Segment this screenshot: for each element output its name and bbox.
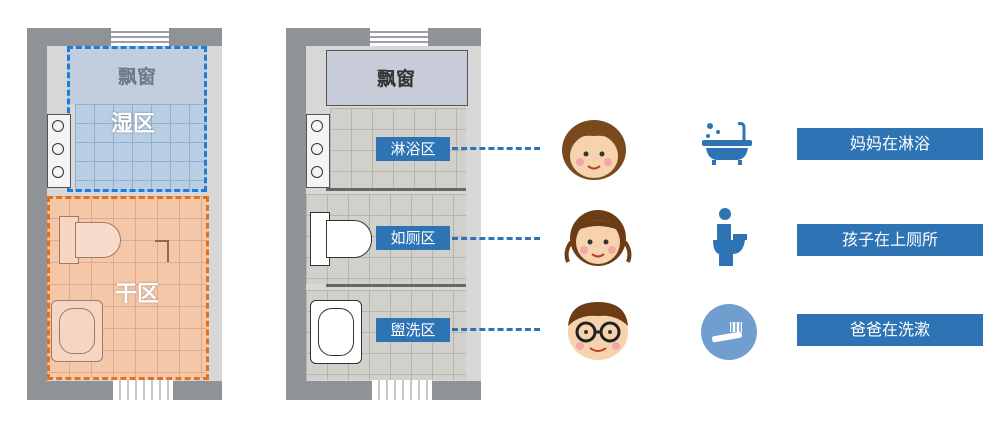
connector-line xyxy=(452,237,540,240)
floor-plan-zones: 飘窗 湿区 干区 xyxy=(27,28,222,400)
wet-zone xyxy=(75,104,207,192)
shower-area-tag: 淋浴区 xyxy=(376,137,450,161)
toilet-area-tag: 如厕区 xyxy=(376,226,450,250)
window-label: 飘窗 xyxy=(376,68,415,90)
window-sill xyxy=(370,28,428,46)
connector-line xyxy=(452,328,540,331)
mother-face-icon xyxy=(562,120,626,180)
bay-window xyxy=(326,50,468,106)
dry-zone-label: 干区 xyxy=(115,282,160,307)
window-label: 飘窗 xyxy=(117,66,156,88)
activity-label: 爸爸在洗漱 xyxy=(797,314,983,346)
toilet-person-icon xyxy=(713,208,747,266)
toothbrush-icon xyxy=(701,304,757,360)
child-face-icon xyxy=(564,210,632,266)
window-sill xyxy=(111,28,169,46)
activity-label: 孩子在上厕所 xyxy=(797,224,983,256)
father-face-icon xyxy=(568,302,628,360)
activity-label: 妈妈在淋浴 xyxy=(797,128,983,160)
wet-zone-label: 湿区 xyxy=(111,112,156,137)
washing-area-tag: 盥洗区 xyxy=(376,318,450,342)
connector-line xyxy=(452,147,540,150)
bathtub-icon xyxy=(702,122,752,165)
floor-plan-functions: 飘窗 xyxy=(286,28,481,400)
bay-window xyxy=(67,46,207,104)
